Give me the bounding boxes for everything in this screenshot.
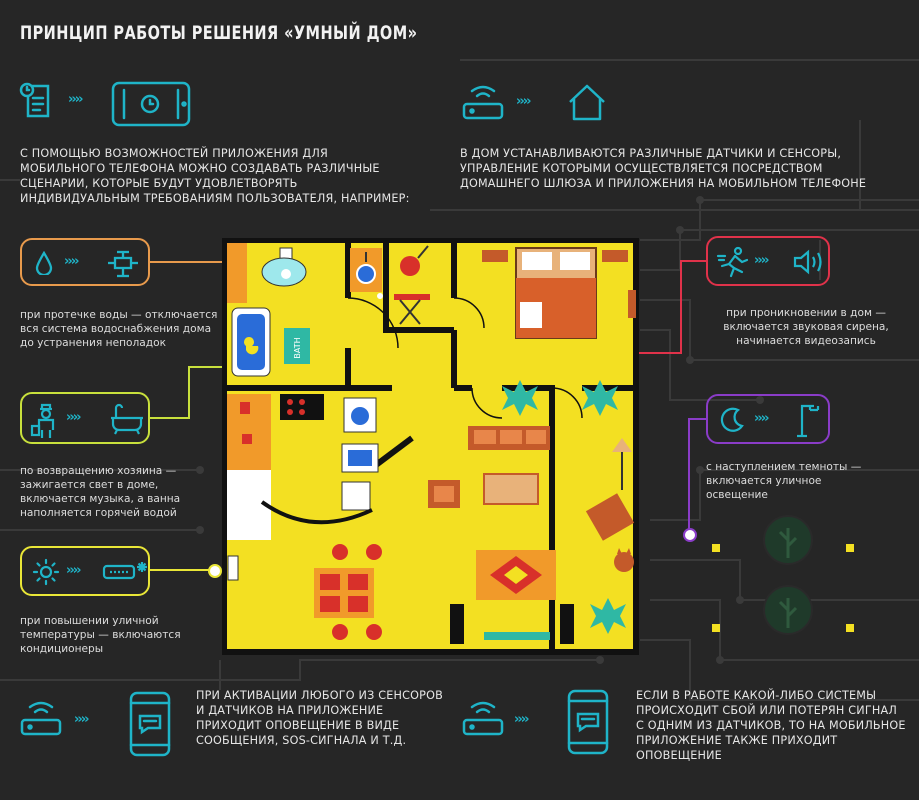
kitchen-sink-icon (341, 443, 379, 473)
street-lamp-icon (797, 404, 820, 438)
owner-return-text: по возвращению хозяина — зажигается свет… (20, 465, 181, 519)
house-icon (569, 84, 605, 121)
intro-right-text: В ДОМ УСТАНАВЛИВАЮТСЯ РАЗЛИЧНЫЕ ДАТЧИКИ … (460, 147, 867, 190)
phone-message-icon (129, 691, 171, 757)
counter-curve (260, 500, 373, 525)
coffee-table (483, 473, 539, 505)
water-leak-box: ›››› (20, 238, 150, 286)
temperature-box: ›››› (20, 546, 150, 596)
intrusion-connector-v (680, 260, 682, 354)
bath-mat (284, 328, 310, 364)
page-title: ПРИНЦИП РАБОТЫ РЕШЕНИЯ «УМНЫЙ ДОМ» (20, 22, 418, 44)
ac-unit (227, 555, 239, 581)
dresser (628, 290, 636, 318)
person-suitcase-icon (30, 403, 55, 438)
sofa-icon (468, 426, 550, 450)
router-bottom-right-icon (462, 701, 504, 736)
ironing-board-icon (394, 294, 430, 325)
speakers (450, 604, 574, 644)
router-bottom-icon (20, 701, 62, 736)
dark-sensor-dot (683, 528, 697, 542)
water-drop-icon (35, 251, 53, 275)
temp-connector (150, 569, 214, 571)
garden-trees (712, 515, 854, 635)
bath-mat-label: BATH (293, 337, 302, 358)
router-icon (462, 85, 504, 120)
washing-machine-icon (343, 397, 377, 433)
owner-return-box: ›››› (20, 392, 150, 444)
floor-lamp-icon (612, 438, 632, 490)
shirt-icon (520, 302, 542, 328)
running-person-icon (716, 246, 749, 278)
phone-horizontal-icon (111, 81, 191, 127)
sink-icon (350, 248, 383, 299)
document-clock-icon (19, 82, 50, 118)
water-connector (150, 261, 240, 263)
armchair-right-icon (585, 493, 635, 541)
air-conditioner-icon (102, 562, 147, 580)
arrows-top-left: ›››› (68, 92, 84, 107)
intrusion-box: ›››› (706, 236, 830, 286)
owner-connector-top (188, 366, 228, 368)
bottom-right-text: ЕСЛИ В РАБОТЕ КАКОЙ-ЛИБО СИСТЕМЫ ПРОИСХО… (636, 689, 906, 762)
tree-icon-2 (763, 585, 813, 635)
tree-icon (763, 515, 813, 565)
arrows-bottom-right: ›››› (514, 712, 530, 727)
temperature-text: при повышении уличной температуры — вклю… (20, 615, 181, 655)
intrusion-connector-h (680, 260, 706, 262)
stove-icon (280, 394, 324, 420)
owner-connector-h (150, 417, 190, 419)
arrows-bottom-left: ›››› (74, 712, 90, 727)
water-leak-text: при протечке воды — отключается вся сист… (20, 309, 218, 349)
bottom-left-text: ПРИ АКТИВАЦИИ ЛЮБОГО ИЗ СЕНСОРОВ И ДАТЧИ… (196, 689, 443, 747)
intro-left-text: С ПОМОЩЬЮ ВОЗМОЖНОСТЕЙ ПРИЛОЖЕНИЯ ДЛЯ МО… (20, 147, 410, 205)
nightstand-right (602, 250, 628, 262)
dining-chairs (332, 544, 382, 640)
valve-pipe-icon (108, 250, 138, 278)
dark-connector-v (688, 418, 690, 532)
vacuum-cleaner-icon (400, 245, 429, 276)
bathtub-icon (111, 403, 143, 435)
darkness-text: с наступлением темноты — включается улич… (706, 461, 862, 501)
nightstand-left (482, 250, 508, 262)
intrusion-connector-b (618, 352, 682, 354)
moon-icon (720, 407, 744, 432)
dark-connector-h (688, 418, 706, 420)
tv-stand (484, 632, 550, 640)
temp-sensor-dot (208, 564, 222, 578)
bathroom-wall-tile (227, 243, 247, 303)
speaker-icon (793, 249, 822, 275)
dining-table (314, 568, 374, 618)
phone-message-right-icon (567, 689, 609, 755)
owner-connector-v (188, 366, 190, 418)
sensor-icons (502, 380, 626, 634)
carpet (476, 550, 556, 600)
darkness-box: ›››› (706, 394, 830, 444)
sun-icon (32, 558, 60, 586)
toilet-icon (261, 247, 307, 287)
bathtub-plan-icon (231, 307, 271, 377)
armchair-icon (428, 480, 460, 508)
intrusion-text: при проникновении в дом — включается зву… (723, 307, 889, 347)
kitchen-counter (227, 394, 271, 540)
floor-plan: BATH (222, 238, 639, 655)
arrows-top-right: ›››› (516, 94, 532, 109)
cat-icon (614, 548, 634, 572)
dishwasher (341, 481, 371, 511)
